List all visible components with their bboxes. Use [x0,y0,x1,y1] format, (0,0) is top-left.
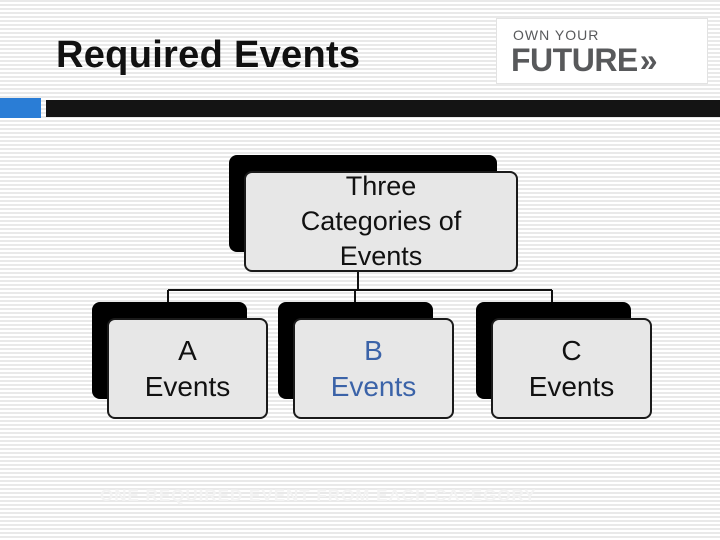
child-c-label-line-2: Events [528,370,615,402]
child-a-label-line-1: A [178,334,197,366]
child-a-label-line-2: Events [144,370,231,402]
child-c-label-line-1: C [561,334,582,366]
child-b-label-line-2: Events [330,370,417,402]
child-b-label-line-1: B [364,334,383,366]
own-your-future-logo: OWN YOUR FUTURE» [496,18,708,84]
root-label-line-3: Events [339,241,423,271]
accent-square [0,98,41,118]
child-node-b: B Events [293,318,454,419]
slide-title: Required Events [56,34,361,76]
child-node-c: C Events [491,318,652,419]
footer-note: ONE REQUIRED EVENT FROM EACH CATEGORY [100,486,537,505]
root-label-line-2: Categories of [300,206,462,236]
logo-main-text: FUTURE [511,42,638,78]
double-chevron-right-icon: » [639,42,658,78]
logo-top-text: OWN YOUR [513,27,600,43]
root-node: Three Categories of Events [244,171,518,272]
root-label-line-1: Three [345,171,417,201]
child-node-a: A Events [107,318,268,419]
header-rule [46,100,720,117]
